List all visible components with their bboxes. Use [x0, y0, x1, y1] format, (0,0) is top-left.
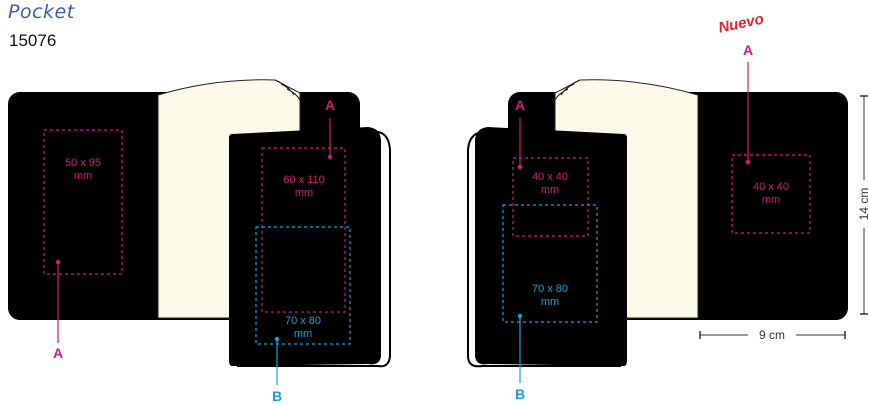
left-zone-back-a	[43, 129, 123, 275]
left-front-cover	[229, 127, 381, 366]
left-zone-front-a-dot	[327, 154, 333, 160]
right-zone-back-a	[731, 154, 811, 234]
right-zone-back-size: 40 x 40	[753, 181, 789, 193]
left-zone-back-size: 50 x 95	[65, 157, 101, 169]
left-page-edges	[274, 79, 301, 101]
right-zone-front-b	[502, 204, 598, 323]
right-zone-front-a	[512, 157, 589, 237]
left-notebook: 50 x 95 mm A 60 x 110 mm A 70 x 80 mm B	[8, 79, 391, 404]
left-zone-front-a-letter: A	[325, 97, 335, 113]
left-zone-front-a	[261, 147, 346, 313]
right-page-edges	[554, 79, 581, 101]
height-label: 14 cm	[857, 188, 869, 221]
left-zone-front-b-size: 70 x 80	[285, 315, 321, 327]
right-zone-back-letter: A	[743, 42, 753, 58]
product-title: Pocket	[8, 1, 75, 23]
new-badge: Nuevo	[717, 11, 765, 37]
right-zone-back-unit: mm	[762, 194, 780, 206]
right-zone-front-b-letter: B	[515, 386, 525, 402]
left-zone-back-letter: A	[53, 345, 63, 361]
left-zone-back-unit: mm	[74, 170, 92, 182]
right-zone-front-a-dot	[517, 164, 523, 170]
right-front-cover	[475, 127, 627, 366]
width-label-bg	[748, 327, 796, 343]
left-zone-front-b-letter: B	[272, 388, 282, 404]
width-label: 9 cm	[759, 328, 785, 342]
left-zone-back-dot	[55, 259, 61, 265]
dimension-markers: 14 cm 9 cm	[699, 95, 869, 343]
right-notebook: 40 x 40 mm A 70 x 80 mm B 40 x 40 mm A N…	[467, 11, 848, 402]
product-code: 15076	[9, 31, 57, 50]
right-zone-front-b-size: 70 x 80	[532, 283, 568, 295]
right-zone-front-a-letter: A	[515, 97, 525, 113]
left-zone-front-a-unit: mm	[295, 187, 313, 199]
right-zone-front-b-dot	[517, 313, 523, 319]
right-zone-front-a-size: 40 x 40	[532, 171, 568, 183]
left-zone-front-b-unit: mm	[294, 328, 312, 340]
right-zone-front-b-unit: mm	[541, 296, 559, 308]
right-zone-back-dot	[745, 159, 751, 165]
left-zone-front-a-size: 60 x 110	[283, 174, 324, 186]
left-zone-front-b-dot	[274, 336, 280, 342]
height-label-bg	[858, 180, 869, 228]
left-zone-front-b	[255, 226, 351, 345]
right-zone-front-a-unit: mm	[541, 184, 559, 196]
